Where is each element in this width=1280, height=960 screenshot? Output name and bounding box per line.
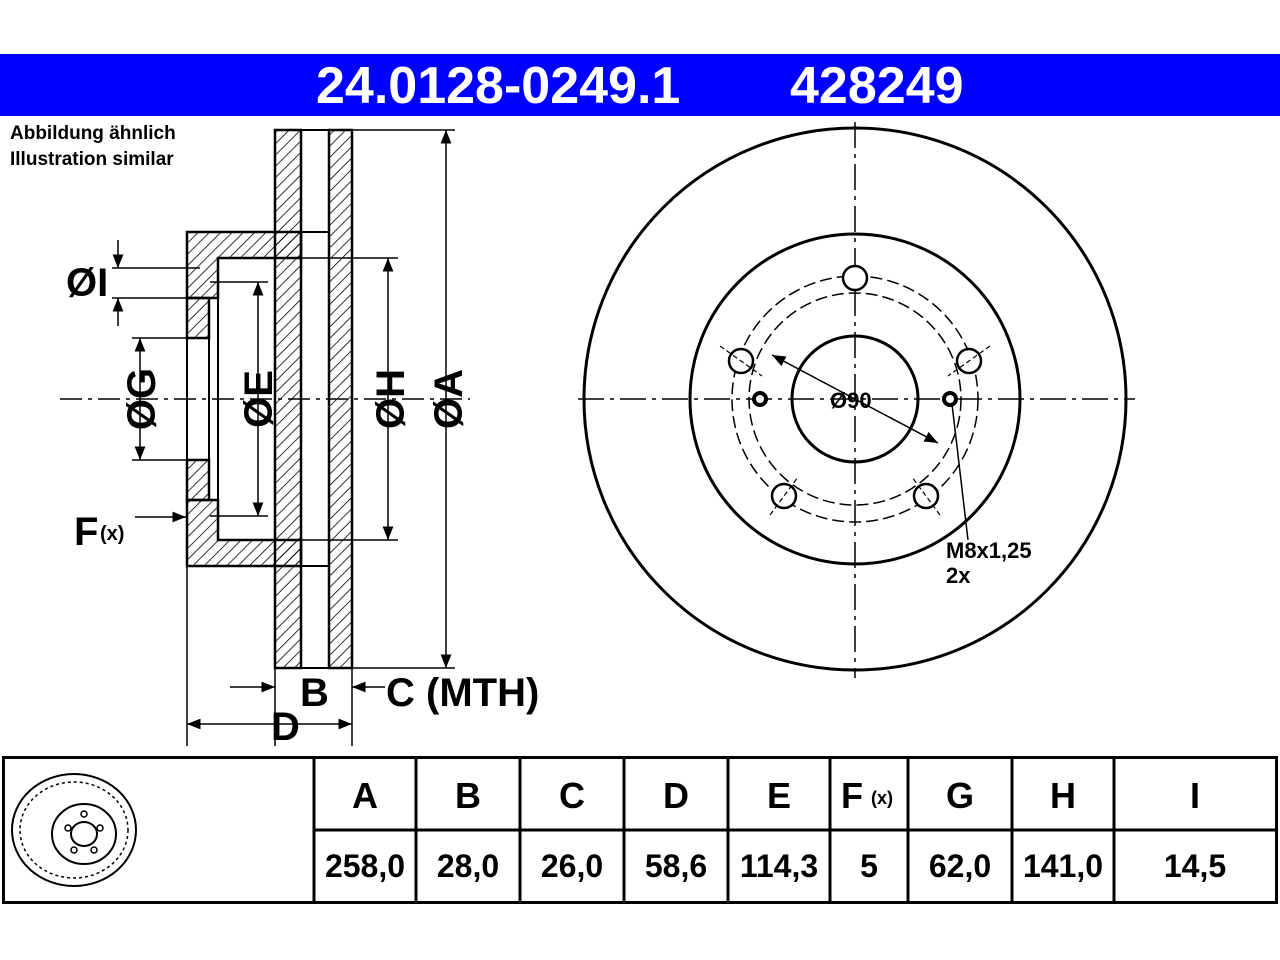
note-en: Illustration similar [10, 149, 174, 170]
header-h: H [1050, 775, 1076, 816]
value-f: 5 [860, 848, 878, 884]
label-c-mth: C (MTH) [386, 671, 539, 715]
label-thread: M8x1,25 [946, 538, 1032, 563]
value-c: 26,0 [541, 848, 603, 884]
value-d: 58,6 [645, 848, 707, 884]
note-de: Abbildung ähnlich [10, 123, 176, 144]
part-number: 24.0128-0249.1 [316, 57, 681, 115]
label-f-sub: (x) [100, 523, 124, 545]
label-thread-count: 2x [946, 563, 971, 588]
header-i: I [1190, 775, 1200, 816]
value-h: 141,0 [1023, 848, 1103, 884]
value-b: 28,0 [437, 848, 499, 884]
label-diameter-e: ØE [237, 370, 281, 428]
header-a: A [352, 775, 378, 816]
front-view: Ø90 M8x1,25 2x [578, 122, 1135, 678]
label-diameter-a: ØA [427, 369, 471, 429]
value-a: 258,0 [325, 848, 405, 884]
header-e: E [767, 775, 791, 816]
label-d: D [271, 705, 300, 749]
dimension-table: A B C D E F (x) G H I 258,0 28,0 26,0 58… [2, 756, 1278, 904]
label-b: B [300, 671, 329, 715]
header-c: C [559, 775, 585, 816]
label-f: F [74, 510, 98, 554]
header-b: B [455, 775, 481, 816]
value-g: 62,0 [929, 848, 991, 884]
header-f-sub: (x) [871, 788, 893, 808]
header-bar: 24.0128-0249.1 428249 [0, 54, 1280, 116]
value-e: 114,3 [740, 848, 818, 884]
brake-disc-thumbnail-icon [11, 773, 137, 887]
label-diameter-g: ØG [120, 368, 164, 430]
threaded-holes [752, 391, 958, 407]
header-f: F [841, 775, 863, 816]
label-diameter-h: ØH [369, 369, 413, 429]
reference-number: 428249 [790, 57, 964, 115]
side-section-view: ØI ØG ØE ØH ØA F (x) B C (MTH) D [60, 128, 539, 749]
label-diameter-i: ØI [66, 261, 108, 305]
value-i: 14,5 [1164, 848, 1226, 884]
header-g: G [946, 775, 974, 816]
header-d: D [663, 775, 689, 816]
label-center-bore: Ø90 [830, 388, 872, 413]
